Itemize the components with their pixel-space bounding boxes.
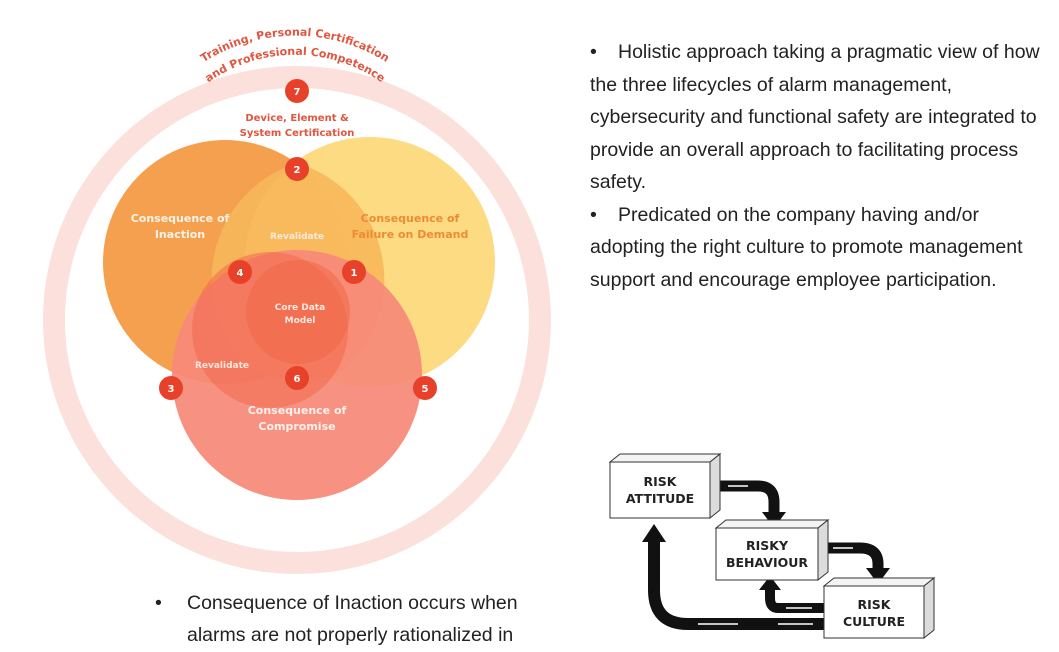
overlap-left-label: Revalidate: [195, 361, 249, 371]
box-risk-attitude: RISK ATTITUDE: [608, 452, 722, 520]
risk-attitude-line2: ATTITUDE: [626, 491, 694, 506]
svg-text:1: 1: [351, 268, 358, 279]
marker-7: 7: [285, 79, 309, 103]
marker-3: 3: [159, 376, 183, 400]
bullet-dot: •: [590, 41, 597, 63]
failure-label-line2: Failure on Demand: [352, 228, 469, 241]
core-data-model-region: [246, 260, 350, 364]
arrow-culture-to-behaviour: [765, 588, 824, 613]
svg-text:7: 7: [294, 87, 301, 98]
risk-attitude-line1: RISK: [644, 474, 678, 489]
return-arrow-culture-to-attitude: [648, 540, 828, 630]
marker-6: 6: [285, 366, 309, 390]
inaction-label-line1: Consequence of: [131, 212, 230, 225]
core-data-model-line2: Model: [285, 316, 316, 326]
risk-culture-cycle-diagram: RISK ATTITUDE RISKY BEHAVIOUR RISK CULTU…: [608, 452, 936, 640]
bullet-dot: •: [155, 592, 162, 614]
bullet-predicated-culture: •Predicated on the company having and/or…: [590, 199, 1050, 297]
compromise-label-line1: Consequence of: [248, 404, 347, 417]
risky-behaviour-line2: BEHAVIOUR: [726, 555, 808, 570]
svg-text:4: 4: [237, 268, 244, 279]
svg-text:3: 3: [168, 384, 175, 395]
risky-behaviour-line1: RISKY: [746, 538, 789, 553]
risk-culture-line1: RISK: [858, 597, 892, 612]
compromise-label-line2: Compromise: [258, 420, 335, 433]
bullet-dot: •: [590, 203, 597, 226]
lifecycle-venn-diagram: Training, Personal Certification and Pro…: [43, 26, 551, 574]
risk-culture-line2: CULTURE: [843, 614, 905, 629]
marker-5: 5: [413, 376, 437, 400]
marker-4: 4: [228, 260, 252, 284]
box-risk-culture: RISK CULTURE: [822, 576, 936, 640]
device-cert-label-line1: Device, Element &: [245, 113, 349, 124]
svg-text:5: 5: [422, 384, 429, 395]
core-data-model-line1: Core Data: [275, 303, 325, 313]
return-arrow-head: [642, 524, 666, 542]
inaction-label-line2: Inaction: [155, 228, 205, 241]
bottom-bullet-line1: Consequence of Inaction occurs when: [187, 592, 518, 614]
arrow-attitude-to-behaviour: [718, 480, 780, 514]
device-cert-label-line2: System Certification: [240, 128, 355, 139]
bullet-holistic-approach: •Holistic approach taking a pragmatic vi…: [590, 36, 1050, 199]
overlap-top-label: Revalidate: [270, 232, 324, 242]
marker-1: 1: [342, 260, 366, 284]
bullet-list: •Holistic approach taking a pragmatic vi…: [590, 36, 1050, 296]
box-risky-behaviour: RISKY BEHAVIOUR: [714, 518, 830, 582]
arrow-behaviour-to-culture: [820, 542, 884, 570]
svg-text:2: 2: [294, 165, 301, 176]
svg-text:6: 6: [294, 374, 301, 385]
marker-2: 2: [285, 157, 309, 181]
bottom-bullet-line2: alarms are not properly rationalized in: [187, 624, 514, 646]
failure-label-line1: Consequence of: [361, 212, 460, 225]
